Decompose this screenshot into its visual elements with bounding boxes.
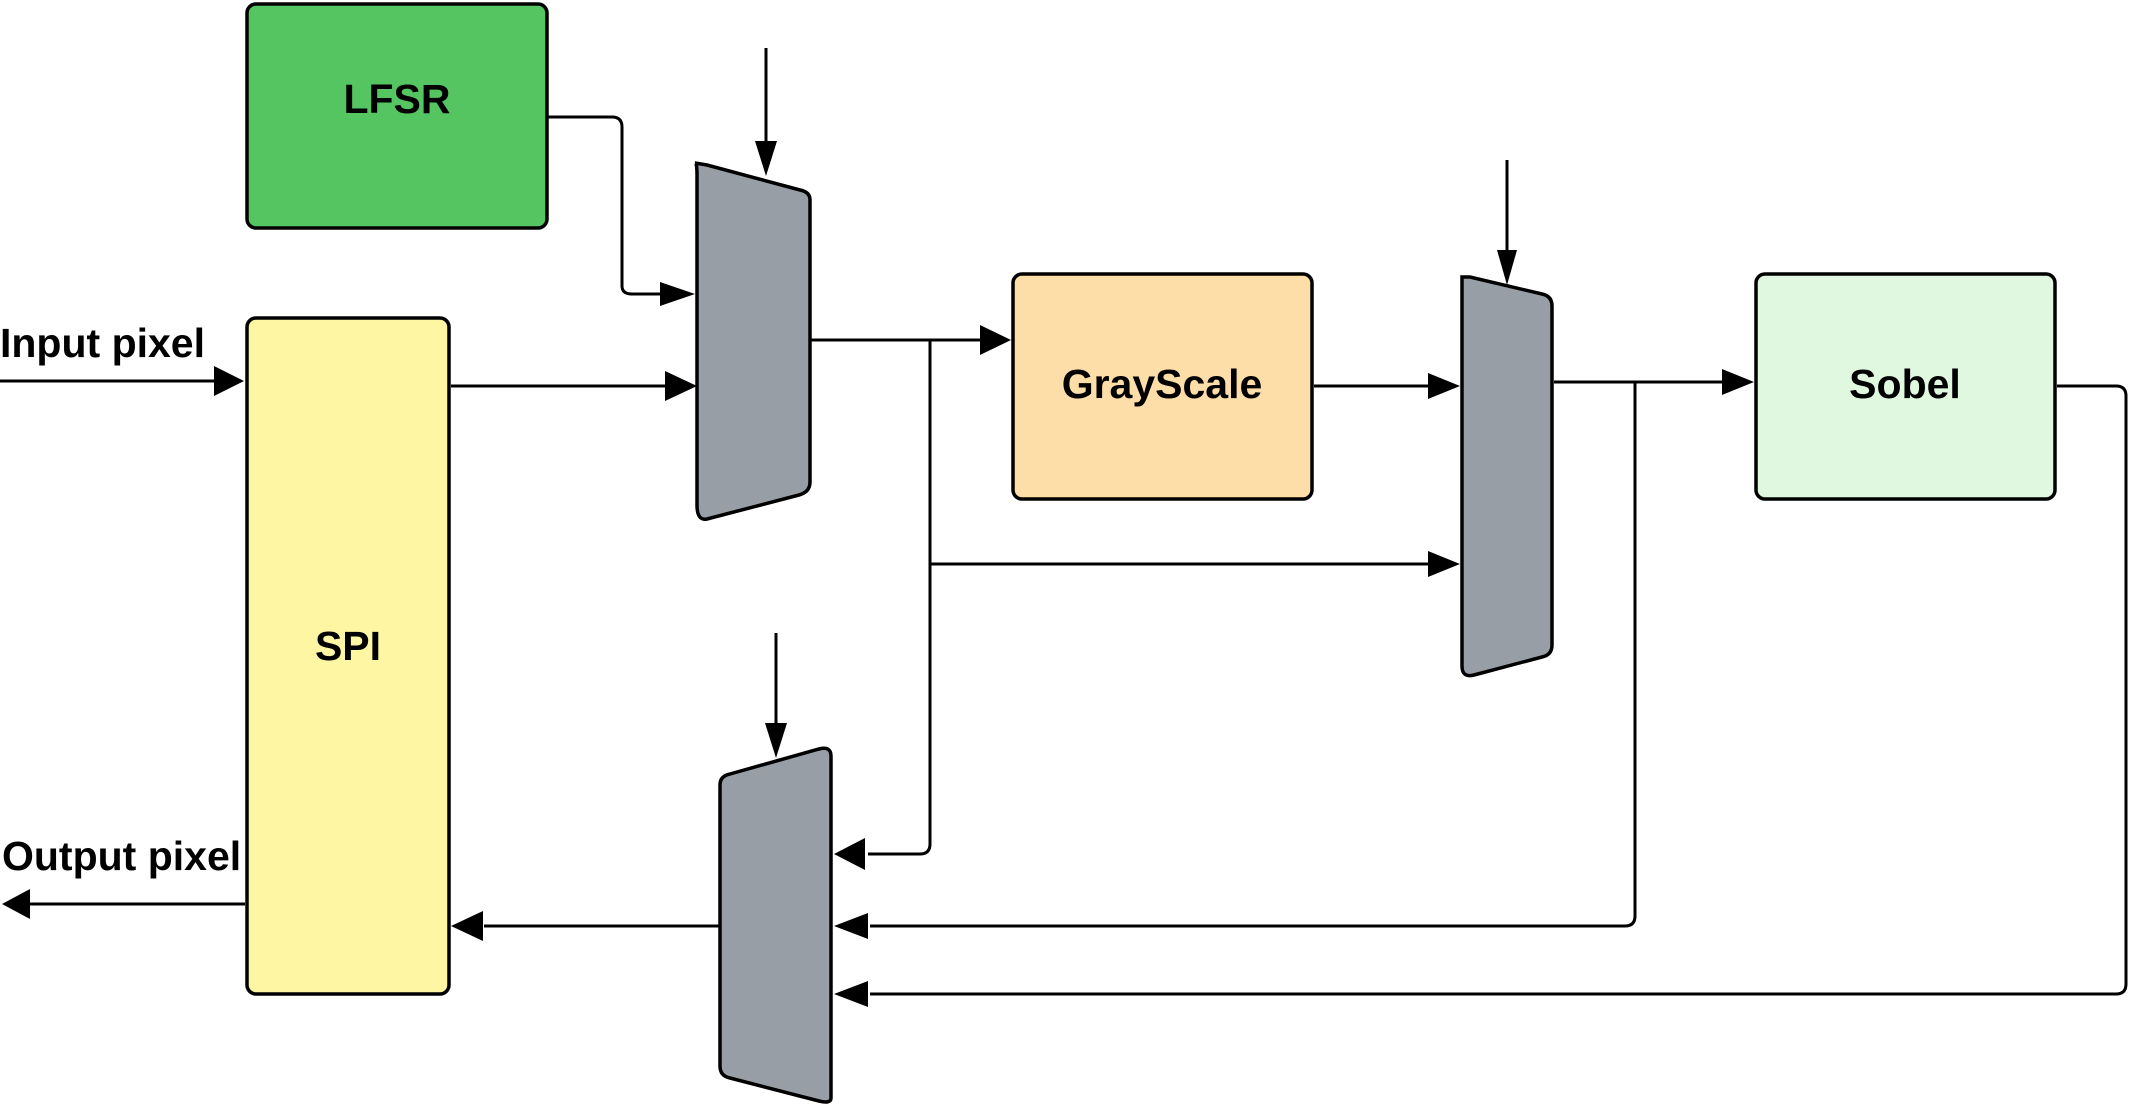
bypass-branch-wire <box>868 340 932 856</box>
input-mux <box>694 161 812 521</box>
sobel-mux-select-arrow <box>1497 250 1517 285</box>
sobel-input-mux <box>1460 275 1554 678</box>
grayscale-to-mux-arrow <box>1428 373 1460 399</box>
lfsr-to-mux-wire <box>548 115 660 296</box>
mux-to-grayscale-arrow <box>980 325 1011 355</box>
output-pixel-label: Output pixel <box>2 833 241 879</box>
spi-block: SPI <box>245 316 451 996</box>
output-pixel-arrow <box>2 889 30 919</box>
input-pixel-arrow <box>214 366 244 396</box>
output-mux <box>718 746 833 1104</box>
input-pixel-label: Input pixel <box>0 320 205 366</box>
bypass-to-sobel-mux-arrow <box>1428 551 1460 577</box>
input-mux-select-arrow <box>755 141 777 176</box>
bypass-to-output-mux-arrow <box>834 838 865 870</box>
lfsr-to-mux-arrow <box>660 282 695 306</box>
output-mux-to-spi-arrow <box>451 911 483 941</box>
sobel-block: Sobel <box>1754 272 2057 501</box>
lfsr-label: LFSR <box>343 76 450 122</box>
sobel-to-output-wire <box>870 384 2128 996</box>
grayscale-block: GrayScale <box>1011 272 1314 501</box>
lfsr-block: LFSR <box>245 2 549 230</box>
sobel-mux-to-output-arrow <box>834 913 868 939</box>
output-mux-select-arrow <box>765 723 787 758</box>
sobel-label: Sobel <box>1849 361 1961 407</box>
grayscale-label: GrayScale <box>1062 361 1263 407</box>
spi-to-mux-arrow <box>665 371 697 401</box>
sobel-mux-to-output-wire <box>870 382 1637 928</box>
spi-label: SPI <box>315 623 381 669</box>
sobel-to-output-arrow <box>834 981 868 1007</box>
mux-to-sobel-arrow <box>1722 369 1754 395</box>
